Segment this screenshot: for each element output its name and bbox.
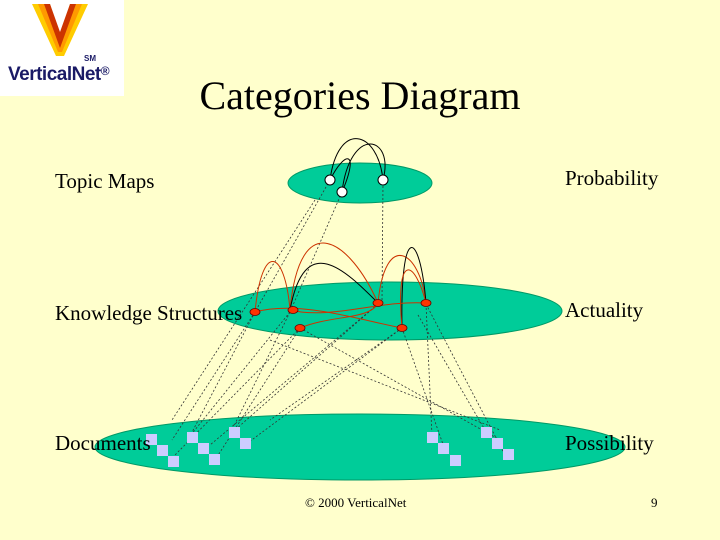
document-square	[492, 438, 503, 449]
topic-node	[336, 186, 348, 198]
knowledge-node	[287, 306, 299, 314]
topic-map-nodes	[324, 174, 389, 198]
label-probability: Probability	[565, 166, 659, 190]
document-square	[209, 454, 220, 465]
logo-wordmark: VerticalNet®	[8, 64, 110, 86]
document-square	[503, 449, 514, 460]
document-square	[229, 427, 240, 438]
documents-layer	[94, 413, 626, 481]
slide-title: Categories Diagram	[199, 73, 521, 118]
topic-map-links	[329, 138, 386, 193]
logo-registered-mark: ®	[100, 64, 110, 78]
document-square	[427, 432, 438, 443]
logo-sm-mark: SM	[84, 54, 96, 63]
document-square	[240, 438, 251, 449]
knowledge-structure-links	[254, 242, 427, 329]
logo-brand-text: VerticalNet	[8, 64, 101, 85]
document-square	[438, 443, 449, 454]
document-square	[450, 455, 461, 466]
document-square	[481, 427, 492, 438]
knowledge-node	[396, 324, 408, 332]
page-number: 9	[651, 495, 658, 510]
label-possibility: Possibility	[565, 431, 654, 455]
label-knowledge-structures: Knowledge Structures	[55, 301, 243, 325]
knowledge-nodes	[249, 299, 432, 332]
verticalnet-logo: SM VerticalNet®	[0, 0, 124, 96]
footer-copyright: © 2000 VerticalNet	[305, 495, 407, 510]
dotted-links	[171, 179, 506, 461]
document-squares	[146, 427, 514, 467]
knowledge-node	[294, 324, 306, 332]
document-square	[187, 432, 198, 443]
topic-node	[377, 174, 389, 186]
document-square	[146, 434, 157, 445]
knowledge-structures-layer	[217, 281, 563, 341]
document-square	[168, 456, 179, 467]
label-actuality: Actuality	[565, 298, 644, 322]
topic-node	[324, 174, 336, 186]
label-documents: Documents	[55, 431, 151, 455]
knowledge-node	[372, 299, 384, 307]
knowledge-node	[420, 299, 432, 307]
label-topic-maps: Topic Maps	[55, 169, 155, 193]
knowledge-node	[249, 308, 261, 316]
topic-maps-layer	[287, 162, 433, 204]
document-square	[157, 445, 168, 456]
document-square	[198, 443, 209, 454]
v-logo-icon	[32, 4, 88, 56]
